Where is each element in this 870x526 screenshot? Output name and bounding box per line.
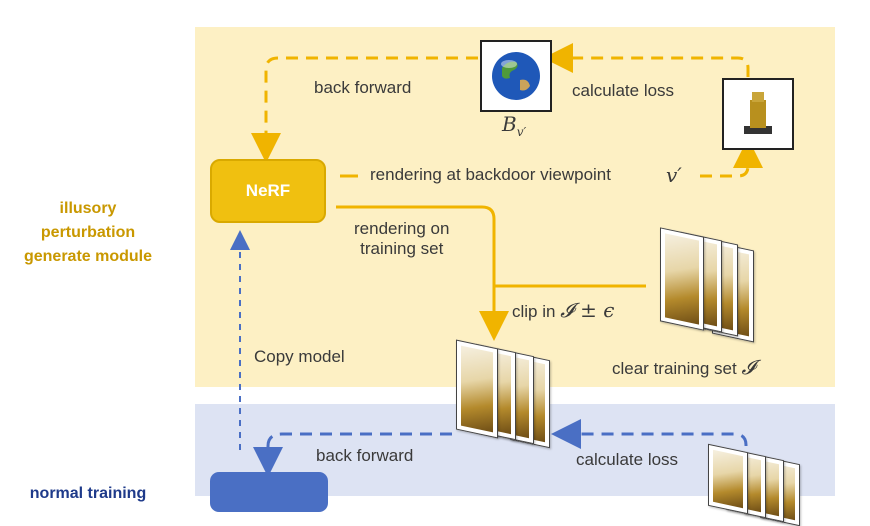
- module-side-label: illusory perturbation generate module: [0, 197, 176, 269]
- nerf-box: NeRF: [210, 159, 326, 223]
- backdoor-render-image: [722, 78, 794, 150]
- I-symbol: 𝓘: [741, 355, 755, 379]
- back-forward-arrow-top: [251, 56, 478, 163]
- normal-nerf-box: [210, 472, 328, 512]
- side-label-line: illusory: [59, 200, 117, 217]
- rendering-on-line: rendering on: [354, 219, 450, 238]
- calculate-loss-label-bottom: calculate loss: [576, 450, 679, 469]
- side-label-line: generate module: [23, 248, 153, 265]
- flow-arrows: [230, 43, 763, 477]
- image-stack-icon: [456, 339, 498, 439]
- normal-training-label: normal training: [29, 485, 147, 502]
- B-subscript: v′: [516, 125, 527, 139]
- image-stack-icon: [708, 443, 748, 515]
- back-forward-label-bottom: back forward: [316, 446, 414, 465]
- backdoor-target-image: [480, 40, 552, 112]
- backdoor-render-arrow-2: [700, 138, 763, 178]
- B-v-prime-label: Bv′: [502, 112, 526, 139]
- B-symbol: B: [502, 112, 517, 136]
- clip-in-text: clip in: [512, 302, 556, 321]
- backdoor-render-label: rendering at backdoor viewpoint: [370, 165, 611, 184]
- loss-arrow-bottom: [551, 419, 748, 449]
- clip-expression: 𝓘 ± ϵ: [560, 298, 615, 322]
- v-prime-label: v′: [666, 163, 682, 187]
- rendering-on-label: rendering on training set: [354, 219, 449, 259]
- calculate-loss-label-top: calculate loss: [572, 81, 675, 100]
- rendered-object-icon: [744, 92, 772, 134]
- image-stack-icon: [660, 227, 704, 331]
- earth-globe-icon: [492, 52, 540, 100]
- back-forward-label-top: back forward: [314, 78, 412, 97]
- loss-arrow-top: [543, 43, 750, 77]
- clip-label: clip in 𝓘 ± ϵ: [512, 298, 614, 322]
- clear-training-text: clear training set: [612, 359, 737, 378]
- rendering-on-line: training set: [360, 239, 444, 258]
- clear-training-set-label: clear training set 𝓘: [612, 355, 755, 379]
- side-label-line: perturbation: [40, 224, 136, 241]
- render-train-arrow: [336, 205, 509, 341]
- back-forward-arrow-bottom: [253, 432, 452, 477]
- copy-model-label: Copy model: [254, 347, 345, 366]
